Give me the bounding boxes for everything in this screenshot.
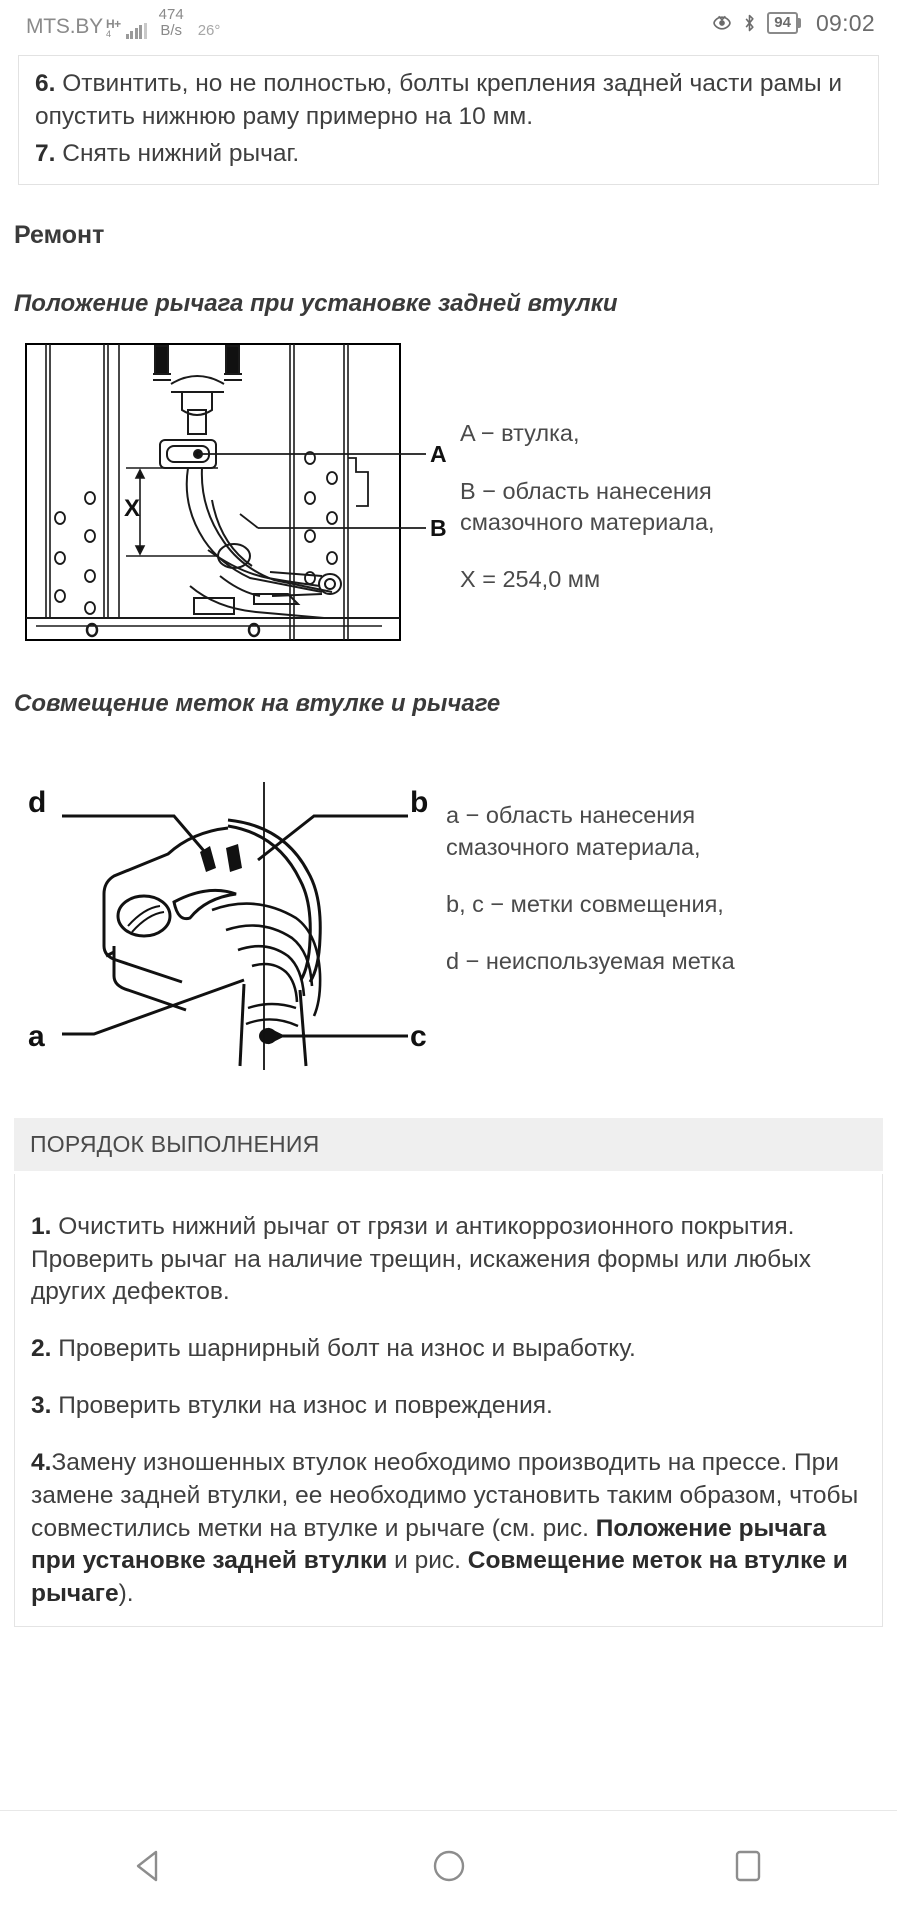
legend-item: A − втулка, — [460, 420, 580, 447]
procedure-figure-ref-1: Положение рычага при установке задней вт… — [31, 1514, 827, 1575]
temperature-label: 26° — [197, 21, 221, 39]
figure2: d b a c a − область нанесения смазочного… — [0, 740, 897, 1071]
procedure-text: Замену изношенных втулок необходимо прои… — [31, 1449, 859, 1542]
battery-percent-label: 94 — [774, 14, 791, 31]
step-number: 6. — [35, 70, 56, 97]
article-content: 6. Отвинтить, но не полностью, болты кре… — [0, 55, 897, 1628]
figure2-legend: a − область нанесения смазочного материа… — [446, 740, 776, 976]
step-text: Снять нижний рычаг. — [62, 139, 300, 167]
home-icon — [433, 1850, 464, 1881]
page-title: Ремонт — [14, 221, 105, 250]
figure2-callout-a: a — [28, 1020, 45, 1053]
figure2-caption: Совмещение меток на втулке и рычаге — [14, 690, 501, 718]
procedure-text: Проверить втулки на износ и повреждения. — [58, 1392, 553, 1420]
list-item: 6. Отвинтить, но не полностью, болты кре… — [35, 68, 862, 134]
procedure-item: 3. Проверить втулки на износ и поврежден… — [31, 1390, 866, 1423]
figure2-drawing: d b a c — [28, 782, 428, 1071]
procedure-figure-ref-2: Совмещение меток на втулке и рычаге — [31, 1547, 848, 1607]
figure1-callout-a: A — [430, 441, 447, 467]
figure1-caption: Положение рычага при установке задней вт… — [14, 290, 618, 318]
list-item: 7. Снять нижний рычаг. — [35, 138, 862, 171]
figure1-callout-b: B — [430, 515, 447, 541]
clock-label: 09:02 — [815, 9, 875, 36]
recents-icon — [735, 1850, 760, 1881]
figure2-callout-d: d — [28, 786, 46, 819]
procedure-text-tail: ). — [118, 1579, 134, 1607]
data-speed-value: 474 — [158, 6, 184, 24]
procedure-number: 2. — [31, 1335, 52, 1363]
nav-back-button[interactable] — [90, 1831, 210, 1901]
network-type-indicator: H+ 4 — [106, 18, 121, 39]
status-bar-left: MTS.BY H+ 4 474 B/s 26° — [26, 7, 220, 39]
legend-item: X = 254,0 мм — [460, 565, 601, 592]
data-speed-indicator: 474 B/s — [159, 7, 184, 39]
procedure-text-mid: и рис. — [387, 1547, 468, 1575]
procedure-number: 1. — [31, 1212, 52, 1240]
procedure-text: Очистить нижний рычаг от грязи и антикор… — [31, 1212, 811, 1306]
figure1-legend: A − втулка, B − область нанесения смазоч… — [460, 340, 790, 594]
data-speed-unit: B/s — [160, 22, 183, 39]
step-number: 7. — [35, 139, 56, 167]
procedure-item: 1. Очистить нижний рычаг от грязи и анти… — [31, 1211, 866, 1309]
legend-item: b, c − метки совмещения, — [446, 890, 724, 917]
nav-recents-button[interactable] — [688, 1831, 808, 1901]
legend-item: a − область нанесения смазочного материа… — [446, 802, 701, 860]
legend-item: B − область нанесения смазочного материа… — [460, 477, 715, 535]
legend-item: d − неиспользуемая метка — [446, 947, 735, 974]
carrier-label: MTS.BY — [26, 14, 103, 38]
nav-home-button[interactable] — [389, 1831, 509, 1901]
figure1: X A B A − втулка, B − область нанесения … — [0, 340, 897, 650]
eye-icon — [713, 15, 732, 30]
figure2-callout-b: b — [410, 786, 428, 819]
step-text: Отвинтить, но не полностью, болты крепле… — [35, 70, 843, 130]
procedure-number: 4. — [31, 1449, 52, 1477]
battery-icon: 94 — [767, 12, 801, 34]
procedure-number: 3. — [31, 1392, 52, 1420]
figure2-callout-c: c — [410, 1020, 427, 1053]
signal-bars-icon — [125, 22, 147, 39]
android-navigation-bar — [0, 1810, 897, 1920]
steps-note-box: 6. Отвинтить, но не полностью, болты кре… — [18, 55, 879, 186]
procedure-header: ПОРЯДОК ВЫПОЛНЕНИЯ — [14, 1118, 883, 1172]
procedure-item: 2. Проверить шарнирный болт на износ и в… — [31, 1333, 866, 1366]
status-bar: MTS.BY H+ 4 474 B/s 26° 94 09:02 — [0, 0, 897, 46]
figure1-callout-x: X — [124, 495, 140, 522]
figure1-drawing: X A B — [25, 343, 447, 642]
procedure-body: 1. Очистить нижний рычаг от грязи и анти… — [14, 1174, 883, 1628]
bluetooth-icon — [745, 14, 754, 32]
network-sub-label: 4 — [105, 28, 111, 39]
status-bar-right: 94 09:02 — [712, 0, 875, 46]
procedure-text: Проверить шарнирный болт на износ и выра… — [58, 1335, 636, 1363]
network-type-label: H+ — [105, 16, 121, 31]
back-icon — [136, 1850, 157, 1881]
procedure-item: 4.Замену изношенных втулок необходимо пр… — [31, 1447, 866, 1610]
